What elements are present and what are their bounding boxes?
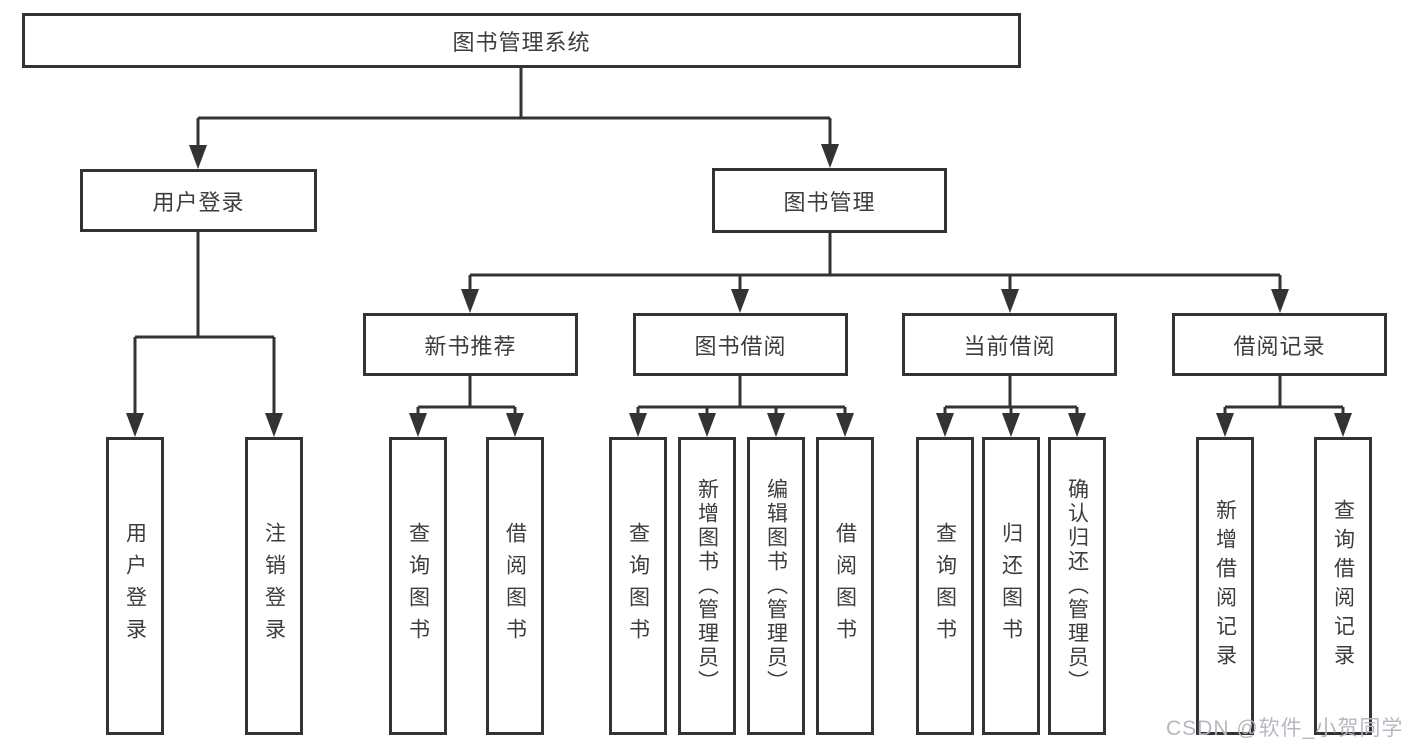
leaf-add-book-admin: 新增图书（管理员）	[678, 437, 736, 735]
leaf-query-books-borrow: 查询图书	[609, 437, 667, 735]
node-label: 用户登录	[152, 189, 245, 215]
node-book-borrow: 图书借阅	[633, 313, 848, 376]
node-label: 查询图书	[406, 522, 430, 650]
node-label: 归还图书	[999, 522, 1023, 650]
node-current-borrow: 当前借阅	[902, 313, 1117, 376]
leaf-query-books-recommend: 查询图书	[389, 437, 447, 735]
node-label: 用户登录	[123, 522, 147, 650]
node-borrow-records: 借阅记录	[1172, 313, 1387, 376]
leaf-return-book: 归还图书	[982, 437, 1040, 735]
node-label: 查询借阅记录	[1331, 499, 1355, 673]
node-label: 图书管理系统	[452, 29, 591, 55]
node-label: 注销登录	[262, 522, 286, 650]
node-label: 当前借阅	[963, 333, 1056, 359]
node-label: 编辑图书（管理员）	[764, 478, 788, 694]
leaf-query-borrow-record: 查询借阅记录	[1314, 437, 1372, 735]
node-new-book-recommend: 新书推荐	[363, 313, 578, 376]
leaf-user-login: 用户登录	[106, 437, 164, 735]
node-label: 图书管理	[783, 189, 876, 215]
node-label: 新增借阅记录	[1213, 499, 1237, 673]
node-label: 借阅图书	[833, 522, 857, 650]
node-book-management: 图书管理	[712, 168, 947, 233]
leaf-borrow-books: 借阅图书	[816, 437, 874, 735]
node-label: 新增图书（管理员）	[695, 478, 719, 694]
node-label: 查询图书	[626, 522, 650, 650]
leaf-add-borrow-record: 新增借阅记录	[1196, 437, 1254, 735]
node-label: 借阅记录	[1233, 333, 1326, 359]
node-library-system: 图书管理系统	[22, 13, 1021, 68]
csdn-watermark: CSDN @软件_小贺同学	[1166, 717, 1404, 740]
node-label: 图书借阅	[694, 333, 787, 359]
node-label: 借阅图书	[503, 522, 527, 650]
leaf-borrow-books-recommend: 借阅图书	[486, 437, 544, 735]
node-user-login: 用户登录	[80, 169, 317, 232]
node-label: 新书推荐	[424, 333, 517, 359]
leaf-confirm-return-admin: 确认归还（管理员）	[1048, 437, 1106, 735]
leaf-logout: 注销登录	[245, 437, 303, 735]
node-label: 确认归还（管理员）	[1065, 478, 1089, 694]
node-label: 查询图书	[933, 522, 957, 650]
leaf-query-books-current: 查询图书	[916, 437, 974, 735]
leaf-edit-book-admin: 编辑图书（管理员）	[747, 437, 805, 735]
